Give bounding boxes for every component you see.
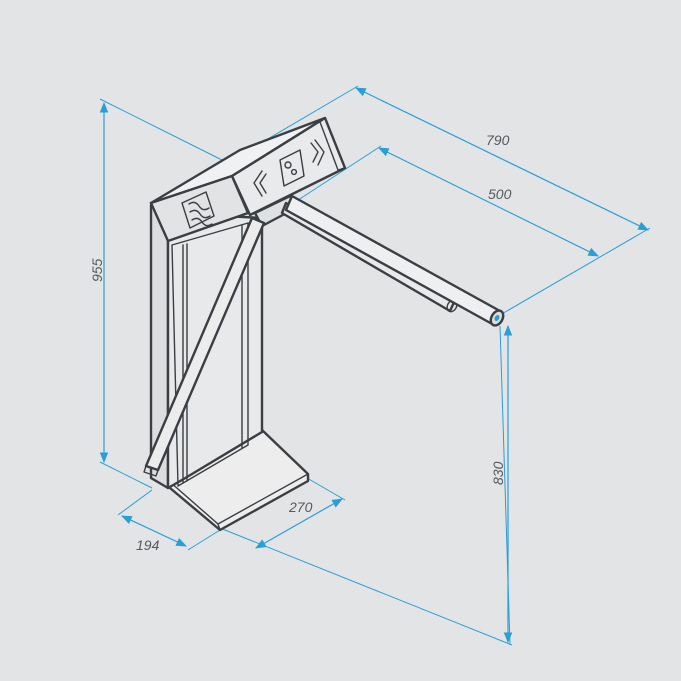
label-955: 955 — [89, 258, 105, 282]
floor-extension — [219, 527, 513, 646]
label-830: 830 — [490, 461, 506, 485]
depth-extension-left — [117, 489, 153, 516]
turnstile — [143, 116, 505, 532]
depth-extension-right — [187, 529, 221, 551]
label-500: 500 — [488, 186, 512, 202]
barrier-arm-down — [143, 216, 266, 477]
width-extension-right — [306, 477, 346, 501]
card-reader-icon — [279, 149, 305, 187]
label-270: 270 — [288, 499, 313, 515]
label-790: 790 — [486, 132, 510, 148]
height-extension-bottom — [99, 461, 153, 489]
barrier-arm-front — [284, 194, 505, 327]
dimension-194-line — [121, 515, 187, 547]
direction-arrow-icon — [253, 139, 325, 197]
logo-emblem-icon — [181, 191, 215, 229]
height-extension-top — [99, 98, 233, 166]
dimension-labels: 790 500 955 830 270 194 — [89, 132, 512, 553]
dimension-270-line — [255, 498, 343, 549]
dimension-500-line — [378, 147, 599, 257]
label-194: 194 — [136, 537, 160, 553]
length-extension-right — [499, 227, 651, 316]
dimension-lines — [99, 85, 651, 646]
